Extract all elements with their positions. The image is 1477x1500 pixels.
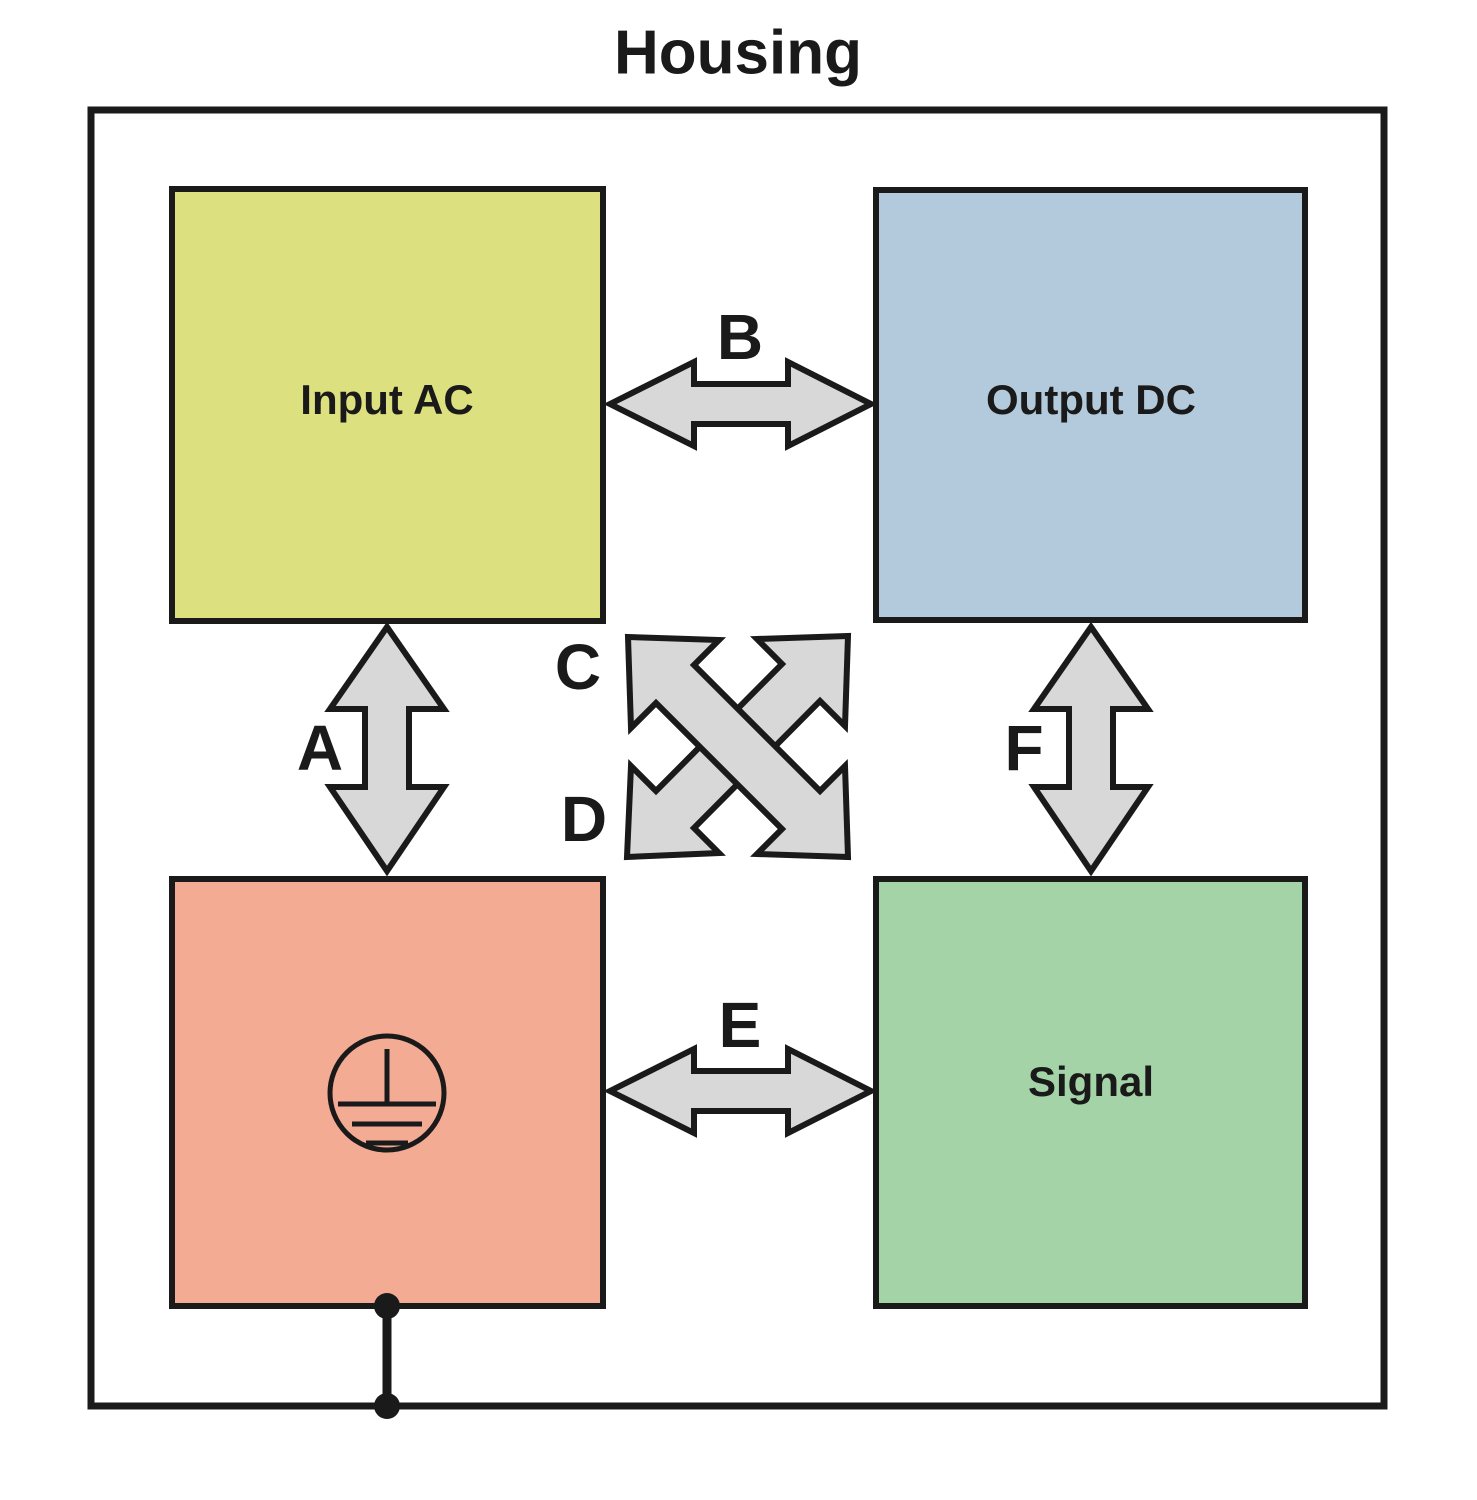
block-ground[interactable] xyxy=(169,876,606,1309)
arrow-b-label: B xyxy=(717,301,763,373)
arrow-a-shape[interactable] xyxy=(324,621,450,877)
input-ac-rect[interactable] xyxy=(169,186,606,624)
housing-enclosure xyxy=(87,106,1388,1410)
block-input-ac[interactable]: Input AC xyxy=(169,186,606,624)
arrow-f-label: F xyxy=(1004,712,1043,784)
earth-connection-line xyxy=(374,1293,400,1419)
block-signal[interactable]: Signal xyxy=(873,876,1308,1309)
arrow-c[interactable] xyxy=(624,633,852,861)
signal-label: Signal xyxy=(1028,1058,1154,1105)
page-title: Housing xyxy=(614,18,862,87)
arrow-e[interactable]: E xyxy=(603,989,878,1138)
earth-junction-dot-lower xyxy=(374,1393,400,1419)
earth-junction-dot-upper xyxy=(374,1293,400,1319)
output-dc-rect[interactable] xyxy=(873,187,1308,623)
arrow-e-shape[interactable] xyxy=(603,1044,878,1138)
arrow-c-label: C xyxy=(555,631,601,703)
output-dc-label: Output DC xyxy=(986,376,1196,423)
arrow-a-label: A xyxy=(297,712,343,784)
protective-earth-ground-icon xyxy=(327,1033,447,1153)
arrow-b[interactable]: B xyxy=(603,301,878,451)
arrow-c-shape[interactable] xyxy=(624,633,852,861)
arrow-f-shape[interactable] xyxy=(1028,621,1154,877)
arrow-e-label: E xyxy=(719,989,762,1061)
arrow-d-label: D xyxy=(561,783,607,855)
arrow-f[interactable]: F xyxy=(1004,621,1154,877)
block-output-dc[interactable]: Output DC xyxy=(873,187,1308,623)
signal-rect[interactable] xyxy=(873,876,1308,1309)
arrow-a[interactable]: A xyxy=(297,621,450,877)
arrow-b-shape[interactable] xyxy=(603,357,878,451)
input-ac-label: Input AC xyxy=(300,376,473,423)
